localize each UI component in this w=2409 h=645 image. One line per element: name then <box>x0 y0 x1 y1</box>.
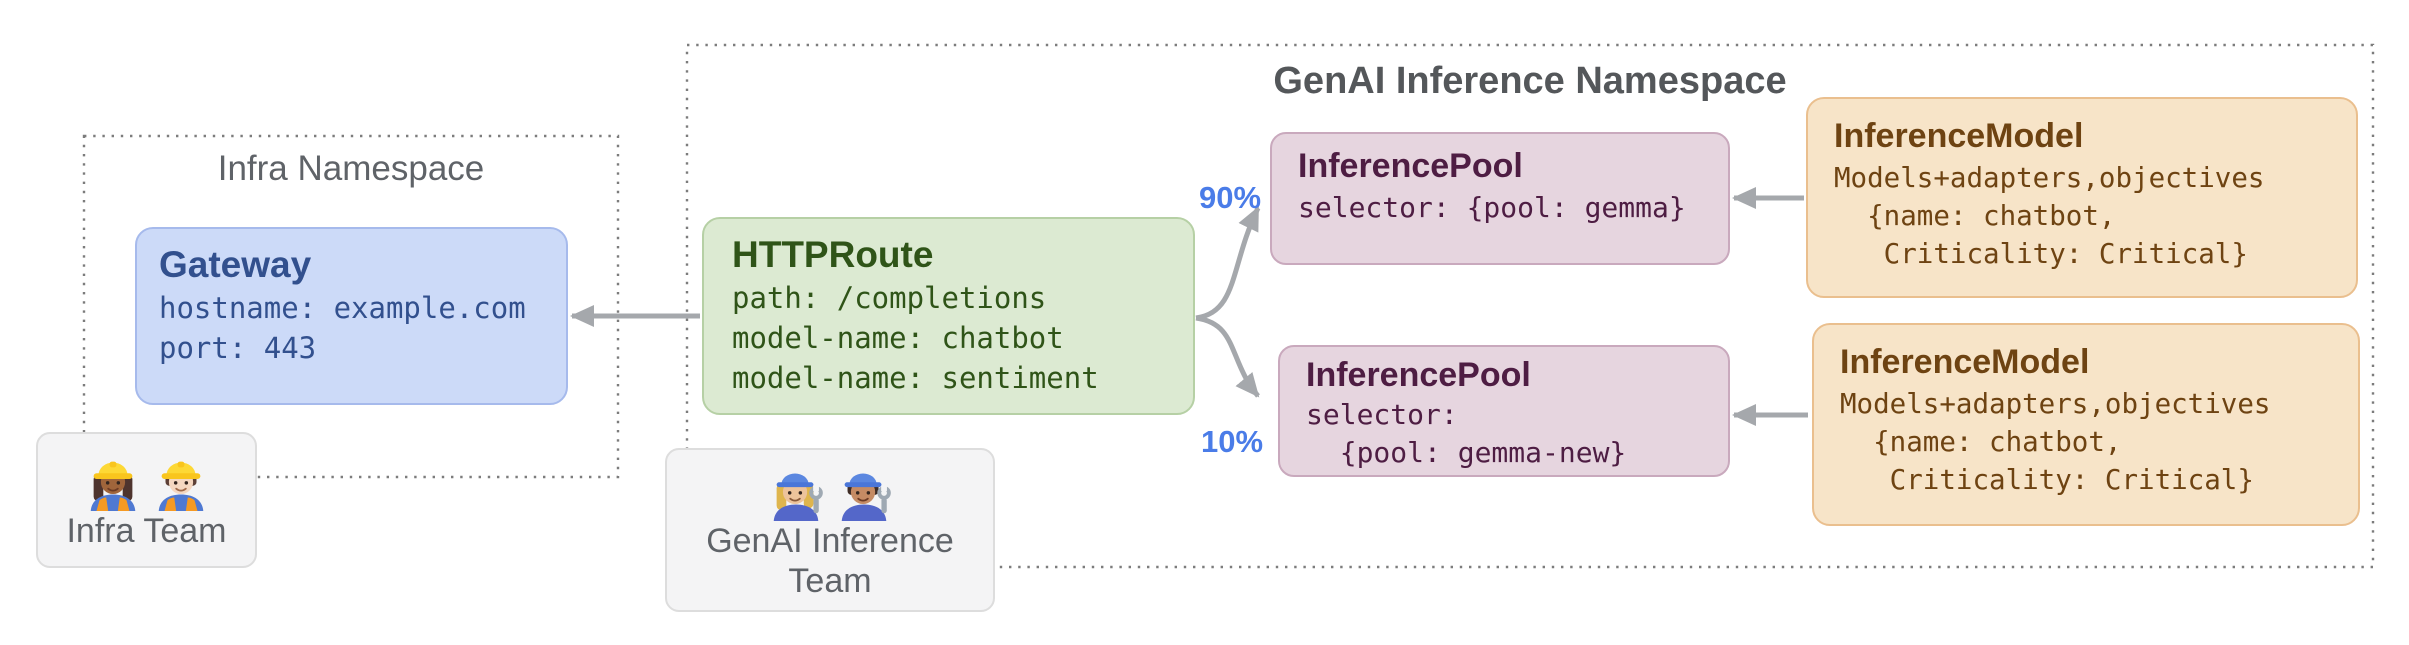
infra-namespace-title: Infra Namespace <box>217 149 485 188</box>
gateway-title: Gateway <box>159 244 312 285</box>
traffic-split-90-label: 90% <box>1198 180 1262 215</box>
infra-team-label: Infra Team <box>66 512 227 550</box>
inference-pool-selector-value-line: {pool: gemma-new} <box>1306 436 1627 469</box>
inference-model-name-line: {name: chatbot, <box>1834 200 2116 232</box>
inference-model-title: InferenceModel <box>1834 117 2084 155</box>
inference-model-summary-line: Models+adapters,objectives <box>1834 162 2265 194</box>
genai-team-card: GenAI Inference Team <box>665 448 995 612</box>
woman-mechanic-icon <box>773 473 823 521</box>
inference-model-criticality-line: Criticality: Critical} <box>1834 238 2248 270</box>
gateway-hostname-line: hostname: example.com <box>159 291 526 325</box>
inference-pool-gemma-node: InferencePool selector: {pool: gemma} <box>1270 132 1730 265</box>
inference-model-title: InferenceModel <box>1840 343 2090 381</box>
infra-namespace-box <box>82 134 620 479</box>
infra-team-card: Infra Team <box>36 432 257 568</box>
genai-team-label: GenAI Inference Team <box>706 522 954 600</box>
arrow-httproute-to-pool-gemma <box>1195 206 1261 321</box>
arrow-httproute-to-pool-gemma-new <box>1195 315 1260 398</box>
infra-team-avatars <box>82 449 212 511</box>
man-mechanic-icon <box>841 473 891 521</box>
gateway-port-line: port: 443 <box>159 331 317 365</box>
inference-pool-title: InferencePool <box>1306 356 1531 394</box>
httproute-model-chatbot-line: model-name: chatbot <box>732 321 1064 355</box>
httproute-model-sentiment-line: model-name: sentiment <box>732 361 1099 395</box>
inference-model-name-line: {name: chatbot, <box>1840 426 2122 458</box>
traffic-split-10-label: 10% <box>1200 424 1264 459</box>
httproute-title: HTTPRoute <box>732 234 934 275</box>
man-construction-worker-icon <box>158 461 203 511</box>
inference-pool-title: InferencePool <box>1298 147 1523 185</box>
genai-team-avatars <box>765 459 895 521</box>
inference-model-top-node: InferenceModel Models+adapters,objective… <box>1806 97 2358 298</box>
genai-namespace-title: GenAI Inference Namespace <box>1273 60 1787 102</box>
httproute-node: HTTPRoute path: /completions model-name:… <box>702 217 1195 415</box>
inference-model-summary-line: Models+adapters,objectives <box>1840 388 2271 420</box>
gateway-node: Gateway hostname: example.com port: 443 <box>135 227 568 405</box>
inference-pool-gemma-new-node: InferencePool selector: {pool: gemma-new… <box>1278 345 1730 477</box>
inference-pool-selector-line: selector: {pool: gemma} <box>1298 191 1686 224</box>
inference-pool-selector-line: selector: <box>1306 398 1458 431</box>
httproute-path-line: path: /completions <box>732 281 1047 315</box>
inference-model-criticality-line: Criticality: Critical} <box>1840 464 2254 496</box>
woman-construction-worker-icon <box>90 461 135 511</box>
inference-model-bottom-node: InferenceModel Models+adapters,objective… <box>1812 323 2360 526</box>
